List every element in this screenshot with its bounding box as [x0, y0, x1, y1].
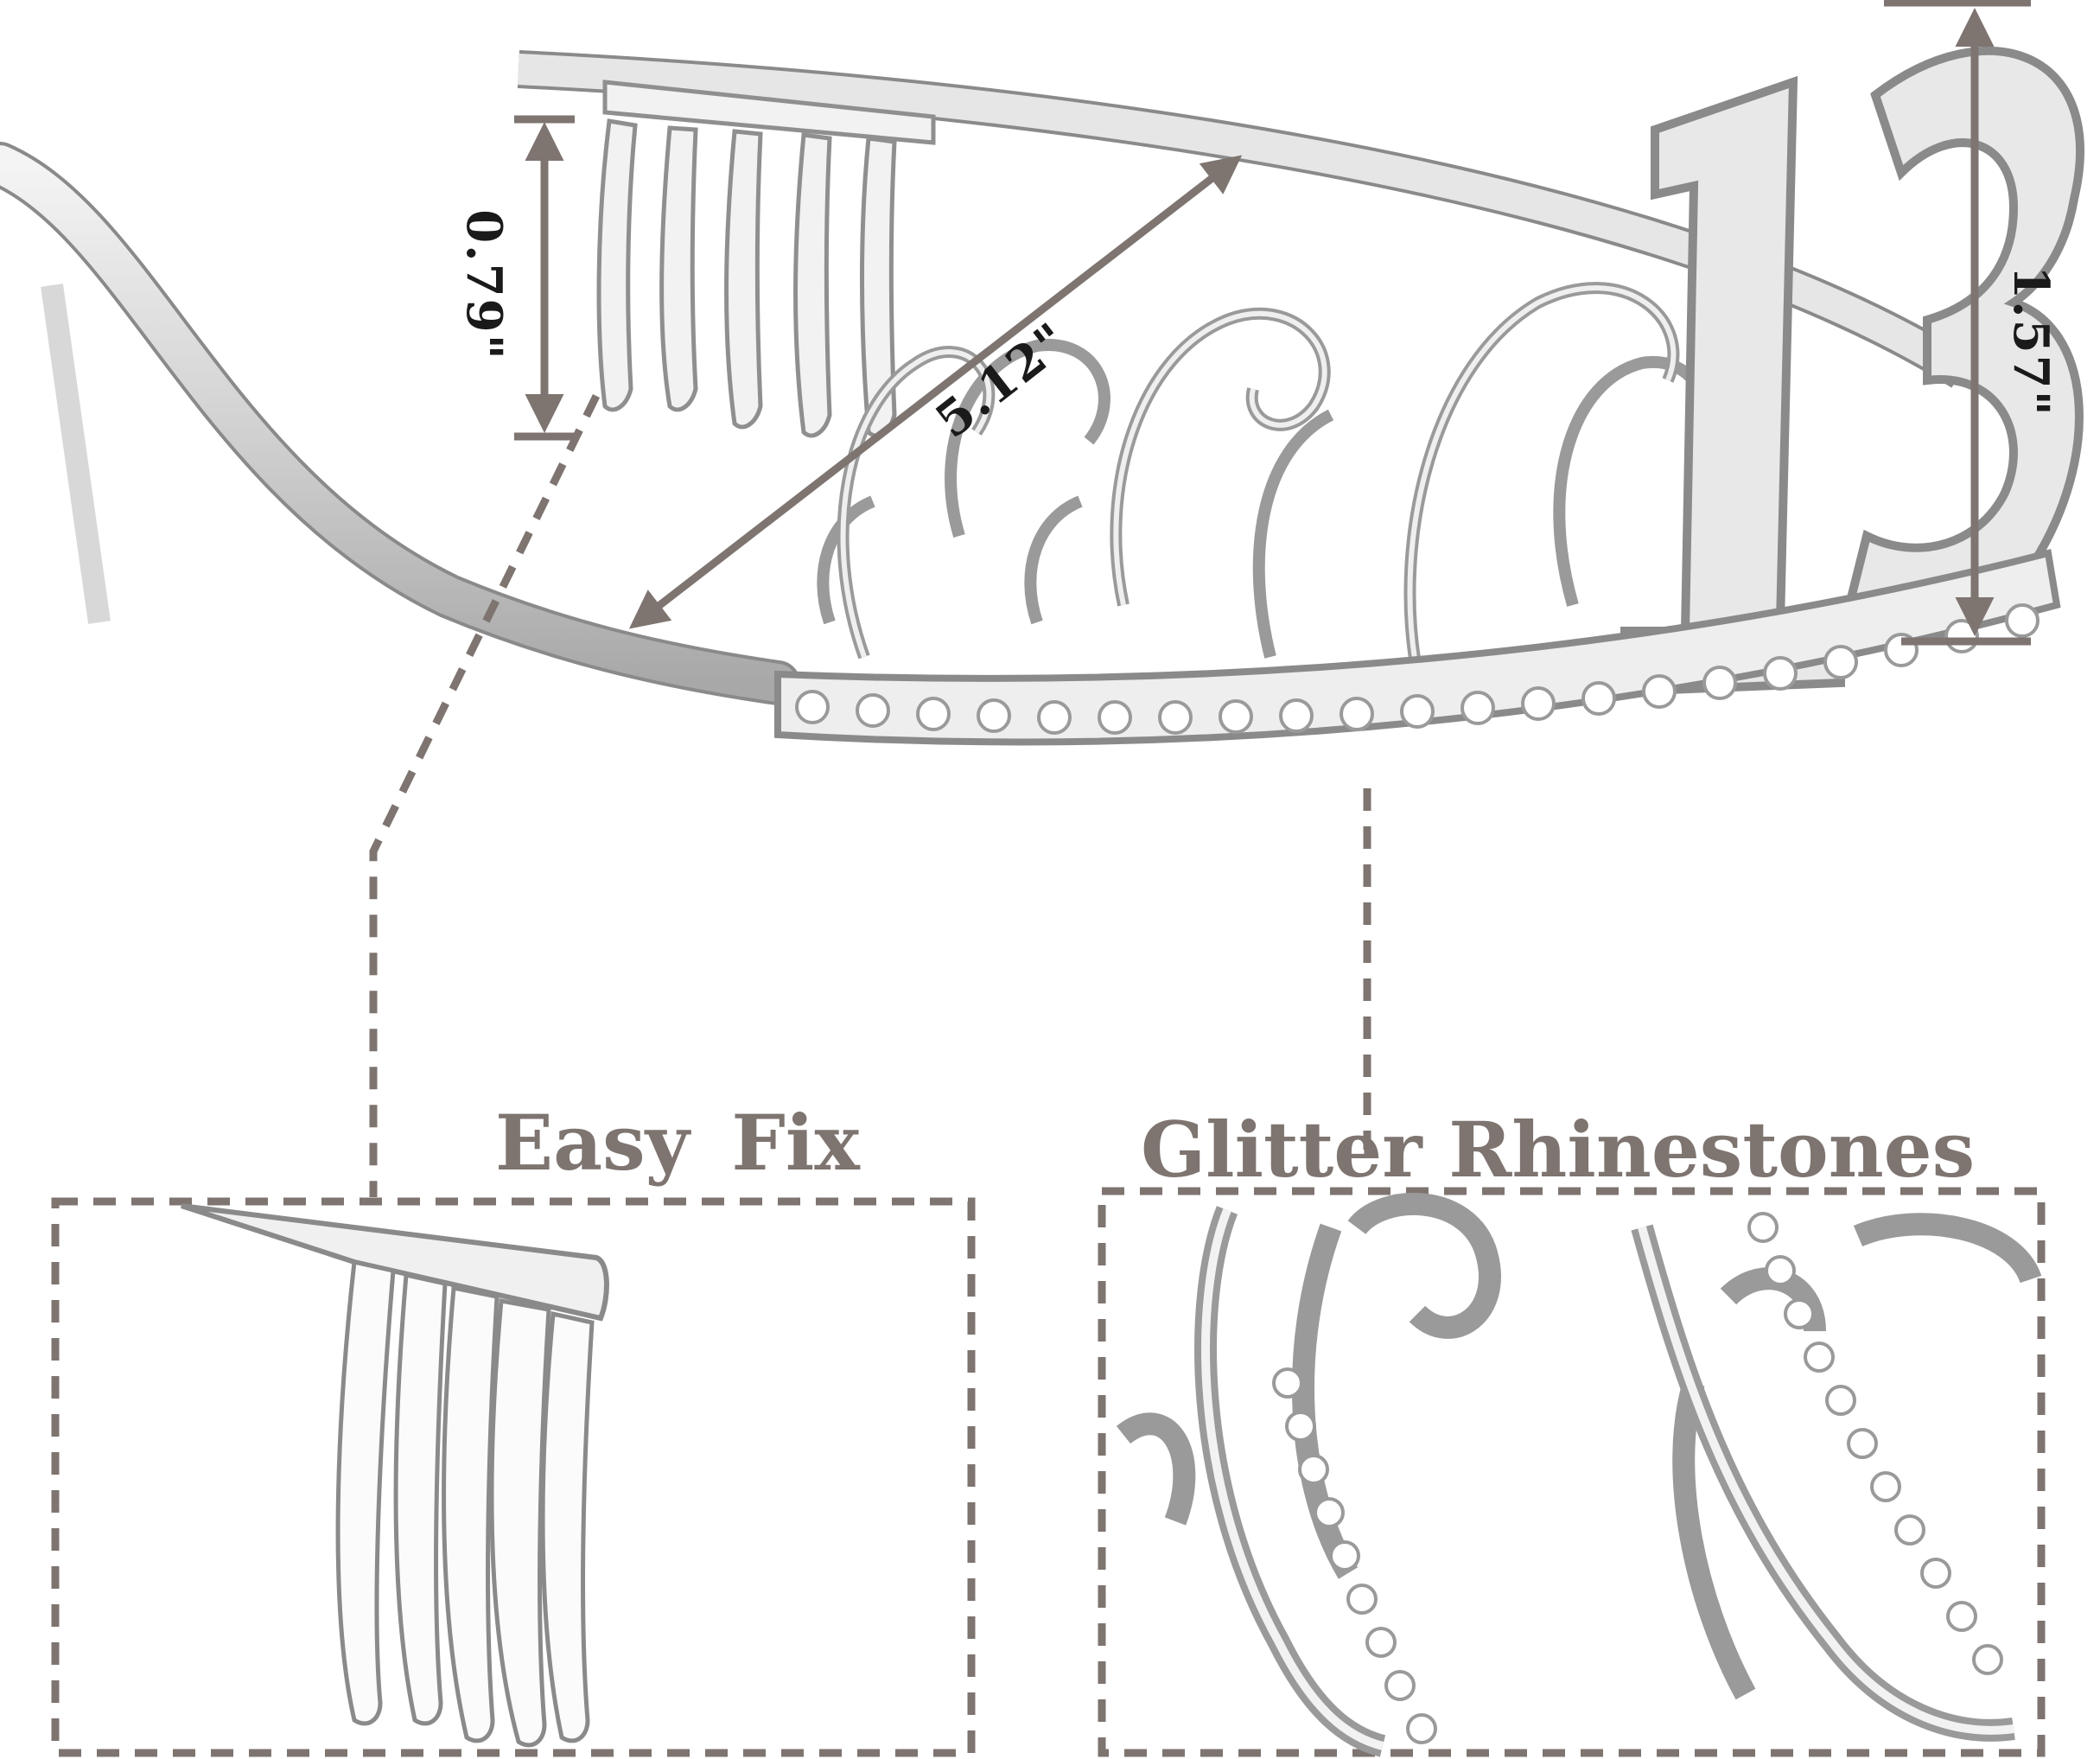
glitter-rhinestones-title: Glitter Rhinestones	[1141, 1105, 1976, 1195]
callout-rhinestones-panel	[1098, 1187, 2046, 1757]
leader-lines	[369, 394, 1371, 1197]
comb	[596, 80, 936, 438]
headband	[0, 50, 1972, 705]
easy-fix-title: Easy Fix	[495, 1098, 860, 1188]
tiara-height-label: 1.57"	[2002, 265, 2059, 417]
callout-comb-panel	[51, 1197, 976, 1757]
rhinestone-base	[774, 549, 2061, 746]
dimension-arrows	[514, 0, 2031, 646]
crown-filigree	[817, 282, 1710, 676]
comb-height-label: 0.79"	[455, 209, 512, 361]
